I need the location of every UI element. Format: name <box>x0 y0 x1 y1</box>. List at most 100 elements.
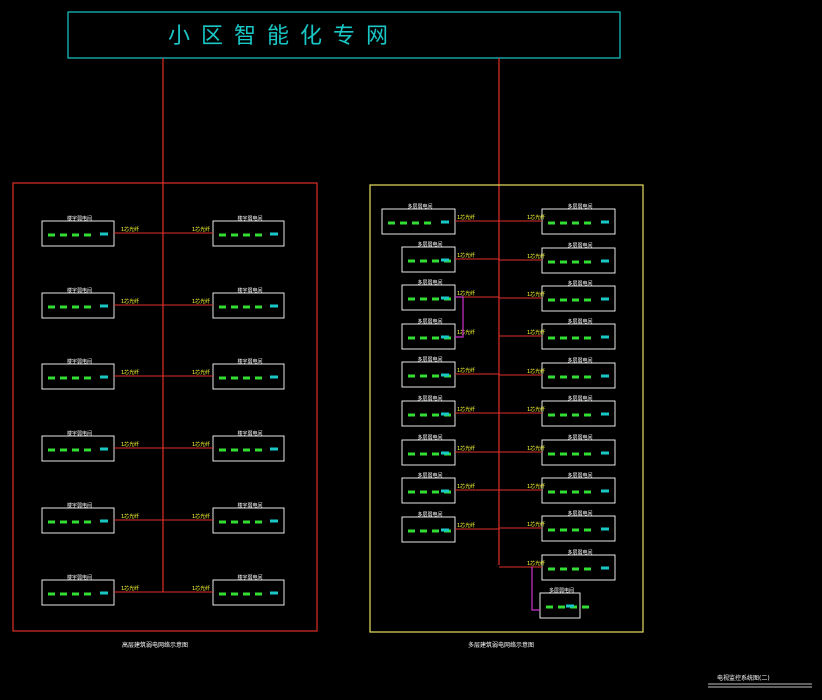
right-panel-left-box-3-device-icon <box>420 336 427 340</box>
right-panel-right-box-8-port-icon <box>601 527 609 531</box>
left-box-5-device-icon <box>48 592 55 596</box>
right-panel-left-box-8-device-icon <box>432 529 439 533</box>
left-box-2-device-icon <box>48 376 55 380</box>
right-panel-right-box-6-device-icon <box>548 452 555 456</box>
right-panel-right-box-4-label: 多层弱电间 <box>568 357 593 364</box>
left-fiber-label-1: 1芯光纤 <box>121 298 139 305</box>
right-panel-left-fiber-8: 1芯光纤 <box>457 522 475 529</box>
left-box-0-device-icon <box>72 233 79 237</box>
right-panel-right-box-5-device-icon <box>548 413 555 417</box>
left-box-3-device-icon <box>48 448 55 452</box>
right-box-5-port-icon <box>270 591 278 595</box>
right-panel-right-box-3-device-icon <box>584 336 591 340</box>
right-panel-frame <box>369 184 644 633</box>
right-panel-right-box-4-device-icon <box>548 375 555 379</box>
right-panel-left-box-4-device-icon <box>420 374 427 378</box>
left-panel-caption: 高层建筑弱电网络示意图 <box>122 641 188 649</box>
left-panel-frame <box>12 182 318 632</box>
right-panel-extra-box-device-icon <box>558 605 565 609</box>
right-panel-right-fiber-1: 1芯光纤 <box>527 253 545 260</box>
left-box-4-device-icon <box>72 520 79 524</box>
left-box-5-device-icon <box>84 592 91 596</box>
right-panel-right-box-1-device-icon <box>584 260 591 264</box>
left-box-4-device-icon <box>60 520 67 524</box>
right-box-3-device-icon <box>243 448 250 452</box>
right-box-3-device-icon <box>255 448 262 452</box>
title-frame <box>67 11 621 59</box>
right-panel-right-fiber-7: 1芯光纤 <box>527 483 545 490</box>
right-box-3-label: 楼宇弱电间 <box>238 430 263 437</box>
right-panel-extra-box-device-icon <box>546 605 553 609</box>
right-panel-left-fiber-2: 1芯光纤 <box>457 290 475 297</box>
right-panel-left-box-5-label: 多层弱电间 <box>418 395 443 402</box>
right-panel-right-box-9-device-icon <box>548 567 555 571</box>
right-panel-left-box-4-device-icon <box>408 374 415 378</box>
right-box-5-device-icon <box>231 592 238 596</box>
right-panel-left-box-5-device-icon <box>408 413 415 417</box>
left-box-4-device-icon <box>48 520 55 524</box>
right-panel-extra-box-device-icon <box>582 605 589 609</box>
right-panel-left-box-0-label: 多层弱电间 <box>408 203 433 210</box>
right-panel-right-box-4-device-icon <box>560 375 567 379</box>
right-panel-right-fiber-6: 1芯光纤 <box>527 445 545 452</box>
right-panel-left-box-1-port-icon <box>441 258 449 262</box>
left-box-3-device-icon <box>60 448 67 452</box>
right-panel-right-box-1-port-icon <box>601 259 609 263</box>
right-panel-left-box-0-port-icon <box>441 220 449 224</box>
right-panel-left-fiber-4: 1芯光纤 <box>457 367 475 374</box>
right-box-4-device-icon <box>231 520 238 524</box>
drawing-caption: 电视监控系统图(二) <box>717 674 770 682</box>
right-panel-right-fiber-5: 1芯光纤 <box>527 406 545 413</box>
left-fiber-label-2: 1芯光纤 <box>121 369 139 376</box>
right-panel-left-box-8-label: 多层弱电间 <box>418 511 443 518</box>
right-panel-right-box-8-device-icon <box>584 528 591 532</box>
right-panel-right-box-7-device-icon <box>572 490 579 494</box>
right-panel-right-box-9-label: 多层弱电间 <box>568 549 593 556</box>
right-box-2-device-icon <box>243 376 250 380</box>
left-box-4-label: 楼宇弱电间 <box>67 502 92 509</box>
right-panel-left-box-2-device-icon <box>432 297 439 301</box>
right-panel-left-fiber-3: 1芯光纤 <box>457 329 475 336</box>
right-box-0-device-icon <box>231 233 238 237</box>
right-panel-left-box-2-device-icon <box>420 297 427 301</box>
right-panel-right-box-4-port-icon <box>601 374 609 378</box>
left-fiber-label-0: 1芯光纤 <box>121 226 139 233</box>
left-box-1-port-icon <box>100 304 108 308</box>
left-box-3-device-icon <box>72 448 79 452</box>
right-panel-right-box-9-device-icon <box>584 567 591 571</box>
right-panel-left-box-1-device-icon <box>408 259 415 263</box>
left-box-3-label: 楼宇弱电间 <box>67 430 92 437</box>
right-panel-left-box-2-label: 多层弱电间 <box>418 279 443 286</box>
right-fiber-label-1: 1芯光纤 <box>192 298 210 305</box>
left-box-1-label: 楼宇弱电间 <box>67 287 92 294</box>
right-box-3-device-icon <box>231 448 238 452</box>
left-box-5-device-icon <box>72 592 79 596</box>
right-box-1-device-icon <box>243 305 250 309</box>
diagram-title: 小 区 智 能 化 专 网 <box>168 24 390 49</box>
left-box-5-label: 楼宇弱电间 <box>67 574 92 581</box>
right-panel-right-box-1-label: 多层弱电间 <box>568 242 593 249</box>
right-panel-right-box-0-port-icon <box>601 220 609 224</box>
right-panel-left-fiber-1: 1芯光纤 <box>457 252 475 259</box>
right-panel-left-box-4-device-icon <box>432 374 439 378</box>
left-box-0-label: 楼宇弱电间 <box>67 215 92 222</box>
right-panel-left-box-7-label: 多层弱电间 <box>418 472 443 479</box>
right-panel-right-box-3-device-icon <box>560 336 567 340</box>
right-box-4-device-icon <box>255 520 262 524</box>
right-box-4-device-icon <box>243 520 250 524</box>
right-box-5-device-icon <box>255 592 262 596</box>
right-panel-right-box-9-port-icon <box>601 566 609 570</box>
left-box-0-device-icon <box>84 233 91 237</box>
right-box-3-port-icon <box>270 447 278 451</box>
left-box-2-device-icon <box>60 376 67 380</box>
right-panel-left-box-3-device-icon <box>432 336 439 340</box>
right-panel-right-box-5-device-icon <box>572 413 579 417</box>
right-panel-right-box-5-label: 多层弱电间 <box>568 395 593 402</box>
left-box-1-device-icon <box>72 305 79 309</box>
right-panel-left-box-7-device-icon <box>420 490 427 494</box>
right-panel-right-box-0-device-icon <box>584 221 591 225</box>
right-panel-left-box-6-device-icon <box>432 452 439 456</box>
right-panel-right-box-9-device-icon <box>560 567 567 571</box>
right-panel-right-box-6-device-icon <box>572 452 579 456</box>
